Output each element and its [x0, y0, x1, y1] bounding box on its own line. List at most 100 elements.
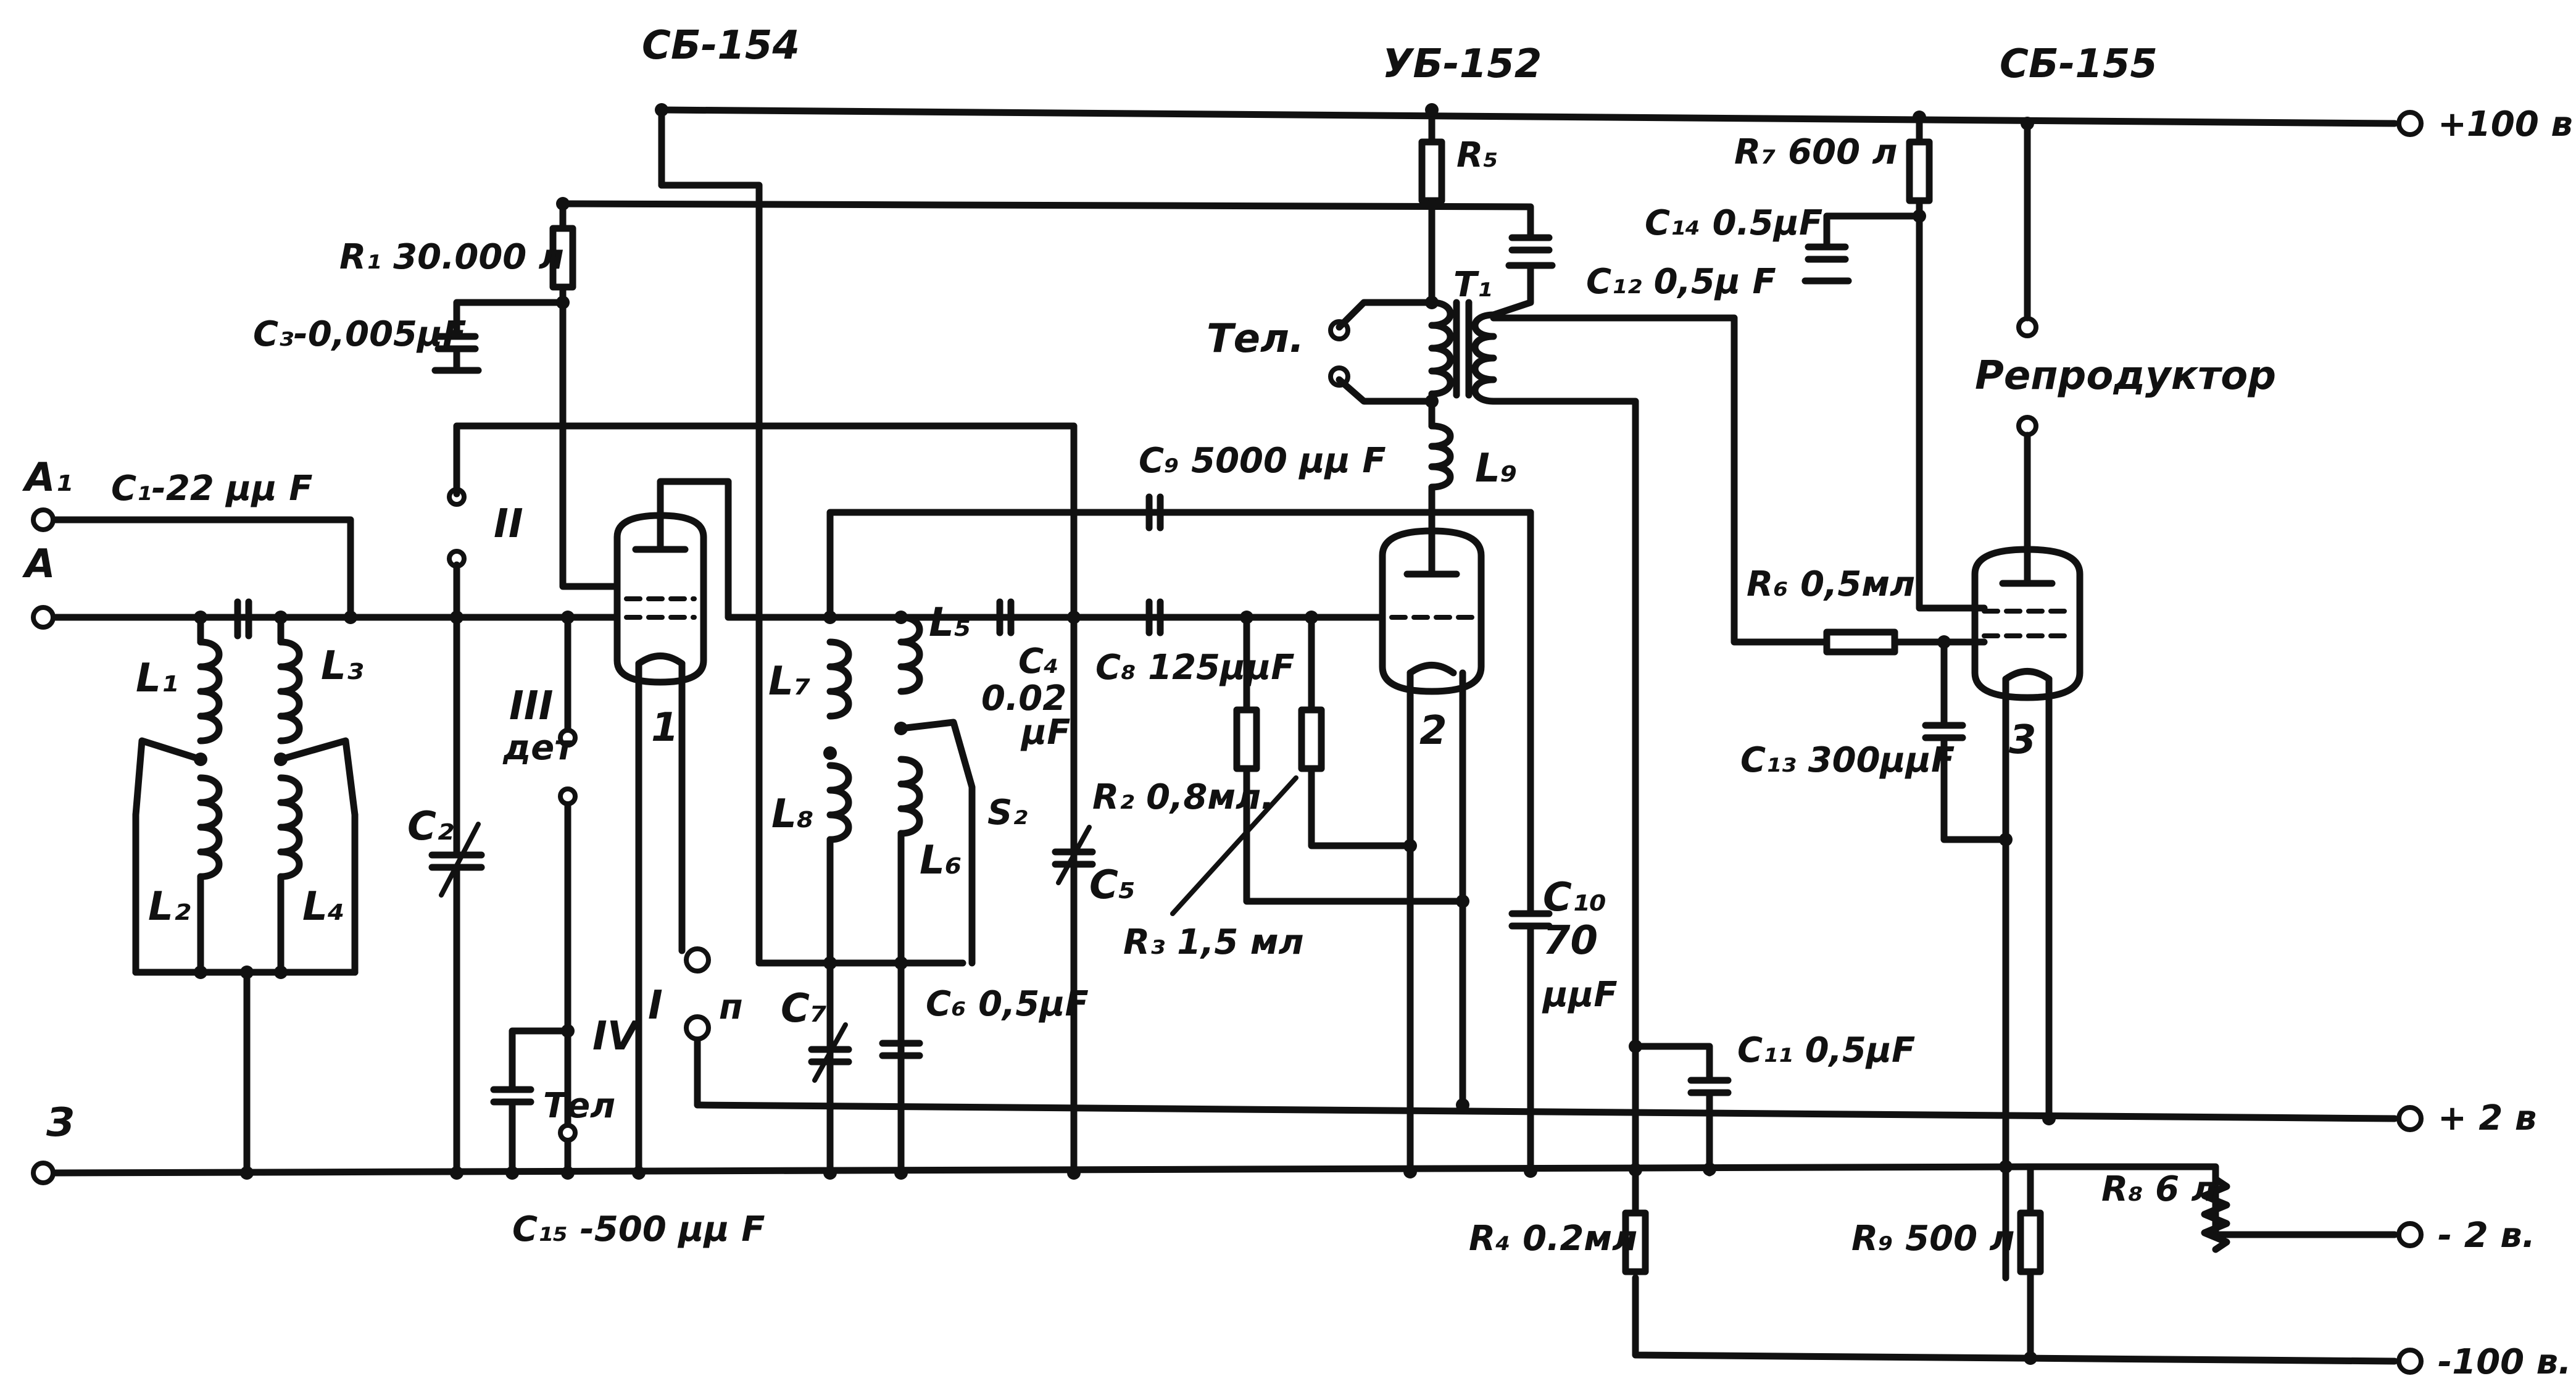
label-c11: C₁₁ 0,5μF	[1737, 1030, 1915, 1070]
junction	[1999, 833, 2013, 846]
wire-secondary-top	[1490, 262, 1534, 319]
label-tel-up: Тел.	[1207, 316, 1304, 362]
wire-c13-bottom	[1940, 734, 2009, 843]
tube-1-filament	[635, 653, 686, 667]
wire-switch-i-rail	[694, 1036, 704, 1109]
junction	[1067, 1166, 1081, 1180]
tube-2	[1328, 106, 1639, 1217]
switch-i-upper	[684, 946, 711, 974]
junction	[1305, 611, 1318, 624]
label-c15: C₁₅ -500 μμ F	[512, 1209, 765, 1249]
label-sw2: II	[494, 501, 523, 547]
label-l6: L₆	[920, 838, 962, 883]
r3-pointer	[1170, 775, 1298, 916]
junction	[274, 753, 288, 766]
junction	[1999, 1160, 2013, 1174]
resistor-r8	[2201, 1175, 2230, 1253]
labels: СБ-154 УБ-152 СБ-155 +100 в + 2 в - 2 в.…	[22, 23, 2573, 1382]
terminal-plus-100	[2396, 110, 2424, 137]
label-c8: C₈ 125μμF	[1095, 648, 1295, 688]
tube-1	[613, 478, 1343, 1177]
transformer-secondary	[1471, 311, 1497, 405]
switch-iii-lower	[558, 786, 578, 806]
coil-l7	[826, 638, 852, 720]
resistor-r7	[1906, 138, 1933, 204]
label-ant-a1: А₁	[22, 455, 73, 501]
terminal-plus-2	[2396, 1105, 2424, 1132]
coil-l8	[826, 762, 852, 843]
junction	[1913, 111, 1926, 124]
junction	[823, 956, 837, 970]
coil-l9	[1428, 422, 1454, 491]
junction	[2021, 117, 2034, 130]
label-c6: C₆ 0,5μF	[926, 984, 1089, 1024]
wire-r7-screen	[1916, 197, 1988, 612]
terminal-ground	[31, 1161, 56, 1185]
junction	[1403, 1165, 1417, 1178]
wire-r3-bottom	[1308, 765, 1414, 849]
junction	[655, 103, 668, 117]
junction	[561, 1166, 575, 1180]
coil-l3	[277, 638, 303, 744]
junction	[894, 1166, 908, 1180]
junction	[1456, 894, 1469, 908]
junction	[561, 611, 575, 624]
junction	[556, 296, 570, 309]
label-plus100: +100 в	[2438, 104, 2573, 144]
label-l9: L₉	[1475, 446, 1518, 491]
wire-a1	[52, 516, 354, 621]
label-c3: C₃-0,005μF	[253, 314, 466, 354]
terminal-antenna-a	[31, 605, 56, 630]
wire-tel-bottom	[1336, 376, 1435, 405]
tube-1-envelope	[613, 512, 707, 686]
label-r5: R₅	[1456, 135, 1498, 175]
junction	[1937, 635, 1951, 649]
wire-r1-grid	[559, 283, 621, 590]
junction	[1456, 1098, 1469, 1112]
label-l4: L₄	[302, 884, 345, 930]
label-c1: C₁-22 μμ F	[111, 469, 312, 509]
resistor-r2	[1233, 706, 1260, 772]
label-r1: R₁ 30.000 л	[339, 237, 564, 277]
junction	[2042, 1112, 2056, 1125]
transformer-primary	[1428, 299, 1454, 398]
label-r6: R₆ 0,5мл	[1747, 564, 1915, 604]
switch-l4	[277, 737, 359, 819]
switch-s2	[897, 719, 976, 967]
junction	[823, 611, 837, 624]
tube-2-envelope	[1379, 527, 1485, 695]
label-minus2: - 2 в.	[2438, 1216, 2535, 1256]
terminal-minus-100	[2396, 1348, 2424, 1375]
wire-c3	[453, 299, 567, 337]
label-l1: L₁	[136, 656, 178, 701]
wire-switch-ii-top	[453, 422, 1078, 1177]
junction	[823, 746, 837, 760]
junction	[240, 965, 254, 979]
label-sw1-n: п	[719, 987, 743, 1027]
junction	[894, 611, 908, 624]
label-ant-a: А	[22, 541, 56, 587]
junction	[1524, 1164, 1537, 1178]
rail-minus-100	[1632, 1274, 2398, 1365]
c2-switch-section	[428, 422, 1078, 1177]
label-minus100: -100 в.	[2438, 1342, 2571, 1382]
junction	[1703, 1162, 1716, 1176]
rail-plus-2	[697, 1101, 2398, 1122]
switch-l2	[132, 737, 204, 819]
label-c10b: 70	[1543, 918, 1598, 964]
junction	[344, 611, 357, 624]
label-tube3-num: 3	[2009, 717, 2037, 763]
junction	[1425, 394, 1439, 408]
coil-l6	[897, 756, 923, 837]
label-t1: T₁	[1453, 265, 1492, 305]
rail-ground	[52, 1163, 2034, 1177]
label-sw1: I	[648, 983, 663, 1028]
wire-c15	[509, 1027, 571, 1090]
label-c13: C₁₃ 300μμF	[1740, 740, 1955, 780]
coil-l2	[197, 774, 223, 880]
switch-iv-contact	[558, 1123, 578, 1143]
terminal-minus-2	[2396, 1221, 2424, 1248]
feedback-section	[658, 181, 1534, 1177]
label-l2: L₂	[148, 884, 191, 930]
